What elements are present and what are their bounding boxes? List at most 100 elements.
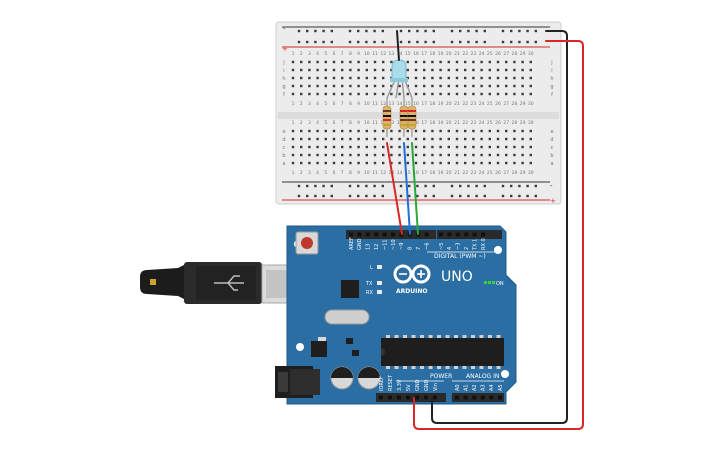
breadboard-hole[interactable] — [521, 84, 524, 88]
rail-hole[interactable] — [306, 40, 309, 44]
breadboard-hole[interactable] — [308, 84, 311, 88]
breadboard-hole[interactable] — [431, 129, 434, 133]
breadboard-hole[interactable] — [365, 76, 368, 80]
wire-green-pin-9[interactable] — [411, 142, 419, 235]
breadboard-hole[interactable] — [324, 60, 327, 64]
breadboard-hole[interactable] — [480, 60, 483, 64]
rail-hole[interactable] — [408, 184, 411, 188]
breadboard-hole[interactable] — [390, 68, 393, 72]
breadboard-hole[interactable] — [505, 84, 508, 88]
breadboard-hole[interactable] — [447, 92, 450, 96]
breadboard-hole[interactable] — [472, 137, 475, 141]
resistor-green[interactable] — [407, 98, 417, 137]
breadboard-hole[interactable] — [406, 68, 409, 72]
breadboard-hole[interactable] — [455, 84, 459, 88]
breadboard-hole[interactable] — [464, 84, 467, 88]
breadboard-hole[interactable] — [513, 145, 516, 149]
power-pin[interactable] — [424, 395, 428, 400]
rail-hole[interactable] — [330, 184, 333, 188]
breadboard-hole[interactable] — [447, 145, 450, 149]
rail-hole[interactable] — [348, 29, 352, 33]
breadboard-hole[interactable] — [414, 68, 418, 72]
breadboard-hole[interactable] — [464, 60, 467, 64]
breadboard-hole[interactable] — [300, 161, 303, 165]
breadboard-hole[interactable] — [316, 84, 319, 88]
rail-hole[interactable] — [381, 184, 384, 188]
analog-pin[interactable] — [489, 395, 494, 400]
rail-hole[interactable] — [450, 29, 454, 33]
breadboard-hole[interactable] — [308, 137, 311, 141]
breadboard-hole[interactable] — [357, 153, 360, 157]
rail-hole[interactable] — [357, 29, 360, 33]
rail-hole[interactable] — [381, 29, 384, 33]
breadboard-hole[interactable] — [423, 76, 426, 80]
rail-hole[interactable] — [518, 29, 521, 33]
breadboard-hole[interactable] — [382, 153, 385, 157]
rail-hole[interactable] — [450, 184, 454, 188]
breadboard-hole[interactable] — [455, 153, 459, 157]
breadboard-hole[interactable] — [505, 161, 508, 165]
breadboard-hole[interactable] — [505, 92, 508, 96]
breadboard-hole[interactable] — [406, 60, 409, 64]
breadboard-hole[interactable] — [496, 129, 500, 133]
breadboard-hole[interactable] — [472, 68, 475, 72]
reset-button[interactable] — [295, 231, 319, 255]
breadboard-hole[interactable] — [480, 84, 483, 88]
breadboard-hole[interactable] — [480, 129, 483, 133]
breadboard-hole[interactable] — [431, 60, 434, 64]
breadboard-hole[interactable] — [332, 161, 336, 165]
digital-pin[interactable] — [349, 232, 353, 237]
breadboard-hole[interactable] — [373, 129, 377, 133]
breadboard-hole[interactable] — [373, 137, 377, 141]
rail-hole[interactable] — [373, 184, 376, 188]
rail-hole[interactable] — [399, 194, 403, 198]
breadboard-hole[interactable] — [341, 68, 344, 72]
breadboard-hole[interactable] — [431, 145, 434, 149]
breadboard-hole[interactable] — [431, 68, 434, 72]
breadboard-hole[interactable] — [316, 76, 319, 80]
breadboard-hole[interactable] — [390, 129, 393, 133]
breadboard-hole[interactable] — [308, 68, 311, 72]
breadboard-hole[interactable] — [291, 129, 295, 133]
breadboard-hole[interactable] — [464, 68, 467, 72]
breadboard-hole[interactable] — [365, 92, 368, 96]
rail-hole[interactable] — [467, 40, 470, 44]
breadboard-hole[interactable] — [308, 129, 311, 133]
breadboard-hole[interactable] — [513, 60, 516, 64]
rail-hole[interactable] — [450, 40, 454, 44]
breadboard-hole[interactable] — [505, 129, 508, 133]
rgb-led[interactable] — [386, 59, 413, 99]
digital-pin[interactable] — [365, 232, 370, 237]
breadboard-hole[interactable] — [439, 129, 442, 133]
digital-pin[interactable] — [374, 232, 379, 237]
wire-red-5v[interactable] — [413, 40, 584, 430]
rail-hole[interactable] — [314, 29, 317, 33]
rail-hole[interactable] — [416, 184, 419, 188]
breadboard-hole[interactable] — [357, 161, 360, 165]
breadboard-hole[interactable] — [496, 76, 500, 80]
digital-pin[interactable] — [472, 232, 477, 237]
analog-pin[interactable] — [455, 395, 459, 400]
breadboard-hole[interactable] — [439, 92, 442, 96]
breadboard-hole[interactable] — [447, 68, 450, 72]
breadboard-hole[interactable] — [529, 68, 532, 72]
breadboard-hole[interactable] — [472, 145, 475, 149]
breadboard-hole[interactable] — [423, 145, 426, 149]
rail-hole[interactable] — [322, 40, 325, 44]
breadboard-hole[interactable] — [291, 84, 295, 88]
rail-hole[interactable] — [475, 29, 478, 33]
breadboard-hole[interactable] — [324, 84, 327, 88]
breadboard-hole[interactable] — [529, 129, 532, 133]
breadboard-hole[interactable] — [464, 76, 467, 80]
rail-hole[interactable] — [534, 194, 537, 198]
breadboard-hole[interactable] — [513, 92, 516, 96]
breadboard-hole[interactable] — [398, 153, 401, 157]
breadboard-hole[interactable] — [382, 129, 385, 133]
breadboard-hole[interactable] — [406, 153, 409, 157]
power-pin[interactable] — [379, 395, 383, 400]
power-pin[interactable] — [415, 395, 419, 400]
power-pin[interactable] — [406, 395, 410, 400]
breadboard-hole[interactable] — [382, 84, 385, 88]
breadboard-hole[interactable] — [521, 145, 524, 149]
digital-pin[interactable] — [391, 232, 395, 237]
